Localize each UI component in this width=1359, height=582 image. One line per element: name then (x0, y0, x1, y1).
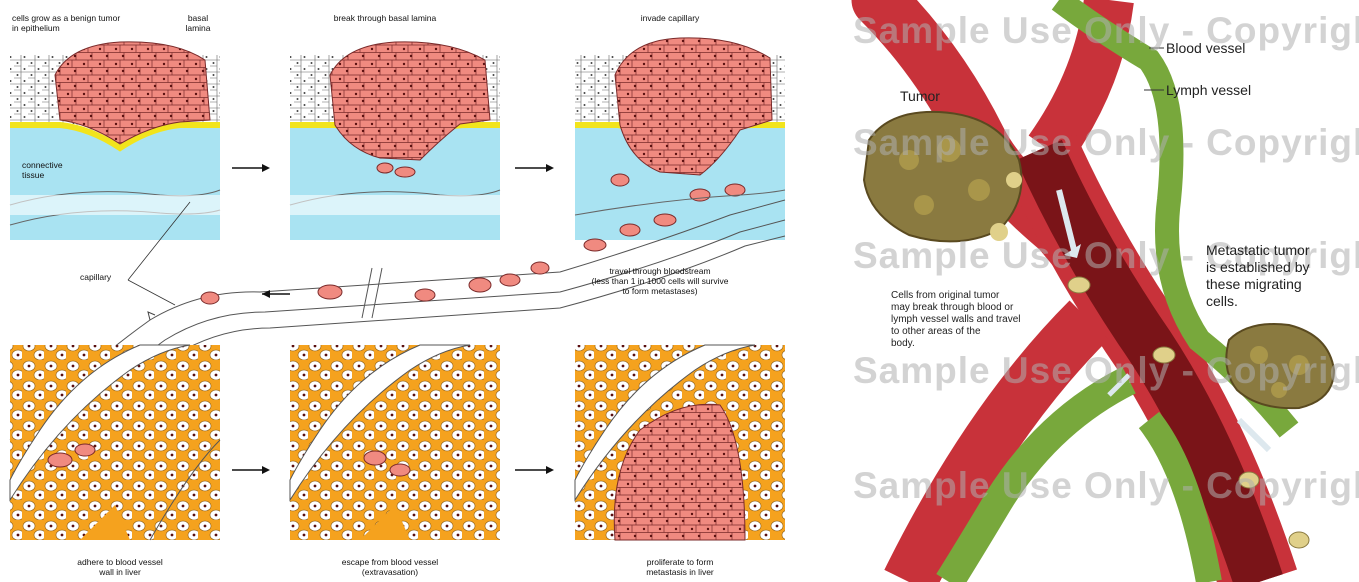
label-connective-tissue: connective tissue (22, 160, 63, 180)
label-basal-lamina: basal lamina (178, 13, 218, 33)
label-travel: travel through bloodstream (less than 1 … (560, 266, 760, 296)
label-proliferate: proliferate to form metastasis in liver (590, 557, 770, 577)
label-cells-from: Cells from original tumor may break thro… (891, 290, 1021, 350)
label-blood-vessel: Blood vessel (1166, 40, 1245, 56)
panel-adhere (10, 345, 220, 540)
label-metastatic: Metastatic tumor is established by these… (1206, 242, 1310, 310)
label-invade-capillary: invade capillary (610, 13, 730, 23)
watermark-2: Sample Use Only - Copyright (853, 122, 1359, 164)
label-escape: escape from blood vessel (extravasation) (300, 557, 480, 577)
migrating-cell (1289, 532, 1309, 548)
label-capillary: capillary (80, 272, 111, 282)
migrating-cell (1068, 277, 1090, 293)
label-break-through: break through basal lamina (300, 13, 470, 23)
label-lymph-vessel: Lymph vessel (1166, 82, 1251, 98)
panel-escape (290, 345, 500, 540)
label-tumor: Tumor (900, 88, 940, 104)
panel-break-through (290, 42, 500, 240)
label-adhere: adhere to blood vessel wall in liver (30, 557, 210, 577)
panel-proliferate (575, 345, 785, 540)
watermark-1: Sample Use Only - Copyright (853, 10, 1359, 52)
watermark-5: Sample Use Only - Copyright (853, 465, 1359, 507)
label-benign-tumor: cells grow as a benign tumor in epitheli… (12, 13, 120, 33)
panel-benign-tumor (10, 42, 220, 240)
panel-invade-capillary (575, 38, 785, 240)
watermark-4: Sample Use Only - Copyright (853, 350, 1359, 392)
